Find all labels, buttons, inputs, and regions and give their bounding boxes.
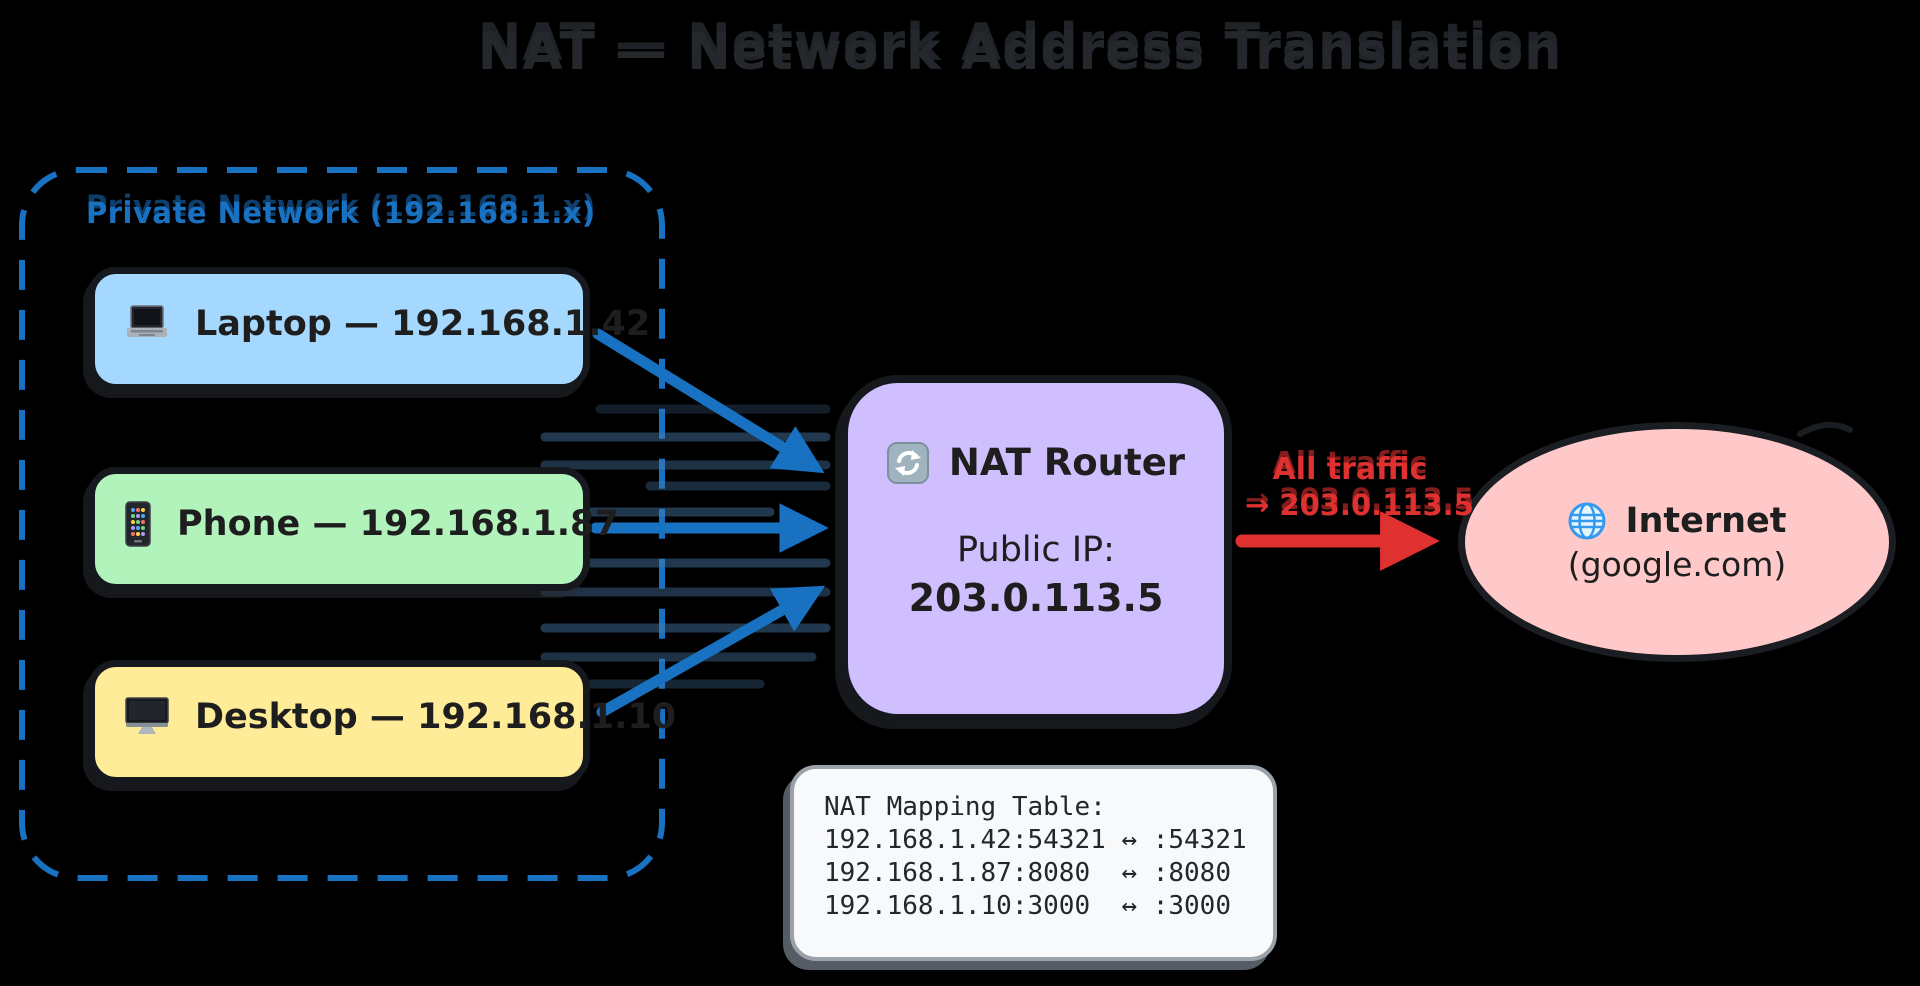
globe-icon xyxy=(1568,502,1606,539)
laptop-to-router-arrow xyxy=(592,328,825,474)
nat-router-box: NAT Router Public IP: 203.0.113.5 xyxy=(840,375,1232,722)
device-label: Phone — 192.168.1.87 xyxy=(177,504,619,544)
private-network-label: Private Network (192.168.1.x) xyxy=(86,196,596,230)
traffic-label-line2: → 203.0.113.5 xyxy=(1245,488,1474,522)
mapping-table-row: 192.168.1.87:8080 ↔ :8080 xyxy=(824,858,1231,888)
phone-icon xyxy=(125,501,151,547)
mapping-table-row: 192.168.1.42:54321 ↔ :54321 xyxy=(824,825,1247,855)
mapping-table-row: 192.168.1.10:3000 ↔ :3000 xyxy=(824,891,1231,921)
nat-mapping-table: NAT Mapping Table: 192.168.1.42:54321 ↔ … xyxy=(790,765,1277,961)
diagram-title: NAT — Network Address Translation xyxy=(477,22,1563,82)
pen-squiggle xyxy=(1797,421,1853,437)
router-public-ip-label: Public IP: xyxy=(957,530,1115,570)
internet-title: Internet xyxy=(1625,500,1787,541)
router-title: NAT Router xyxy=(948,441,1186,484)
router-public-ip-value: 203.0.113.5 xyxy=(908,576,1164,620)
refresh-icon xyxy=(886,441,929,484)
desktop-icon xyxy=(125,697,169,734)
mapping-table-title: NAT Mapping Table: xyxy=(824,792,1106,822)
traffic-label-line1: All traffic xyxy=(1272,452,1428,487)
laptop-icon xyxy=(127,305,167,337)
desktop-to-router-arrow xyxy=(596,585,826,718)
traffic-label: All traffic → 203.0.113.5 xyxy=(1245,452,1474,523)
device-box-laptop: Laptop — 192.168.1.42 xyxy=(88,267,650,391)
device-label: Desktop — 192.168.1.10 xyxy=(195,697,677,737)
device-box-desktop: Desktop — 192.168.1.10 xyxy=(88,660,676,784)
device-label: Laptop — 192.168.1.42 xyxy=(195,304,651,344)
internet-subtitle: (google.com) xyxy=(1567,544,1787,584)
internet-cloud: Internet (google.com) xyxy=(1458,422,1896,662)
device-box-phone: Phone — 192.168.1.87 xyxy=(88,467,619,591)
